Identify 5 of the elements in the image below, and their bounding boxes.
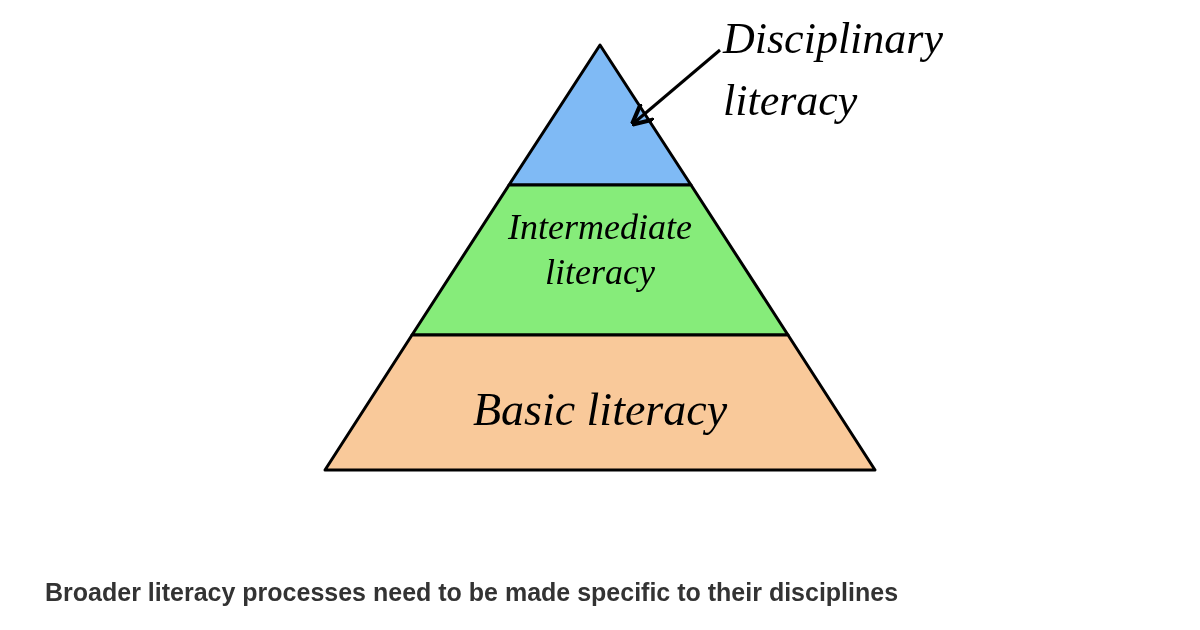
pyramid-base-band: Basic literacy (325, 335, 875, 470)
pyramid-middle-band: Intermediate literacy (412, 185, 788, 335)
caption: Broader literacy processes need to be made specific to their disciplines (45, 577, 899, 608)
arrow (629, 48, 721, 127)
pyramid-top-band (509, 45, 691, 185)
